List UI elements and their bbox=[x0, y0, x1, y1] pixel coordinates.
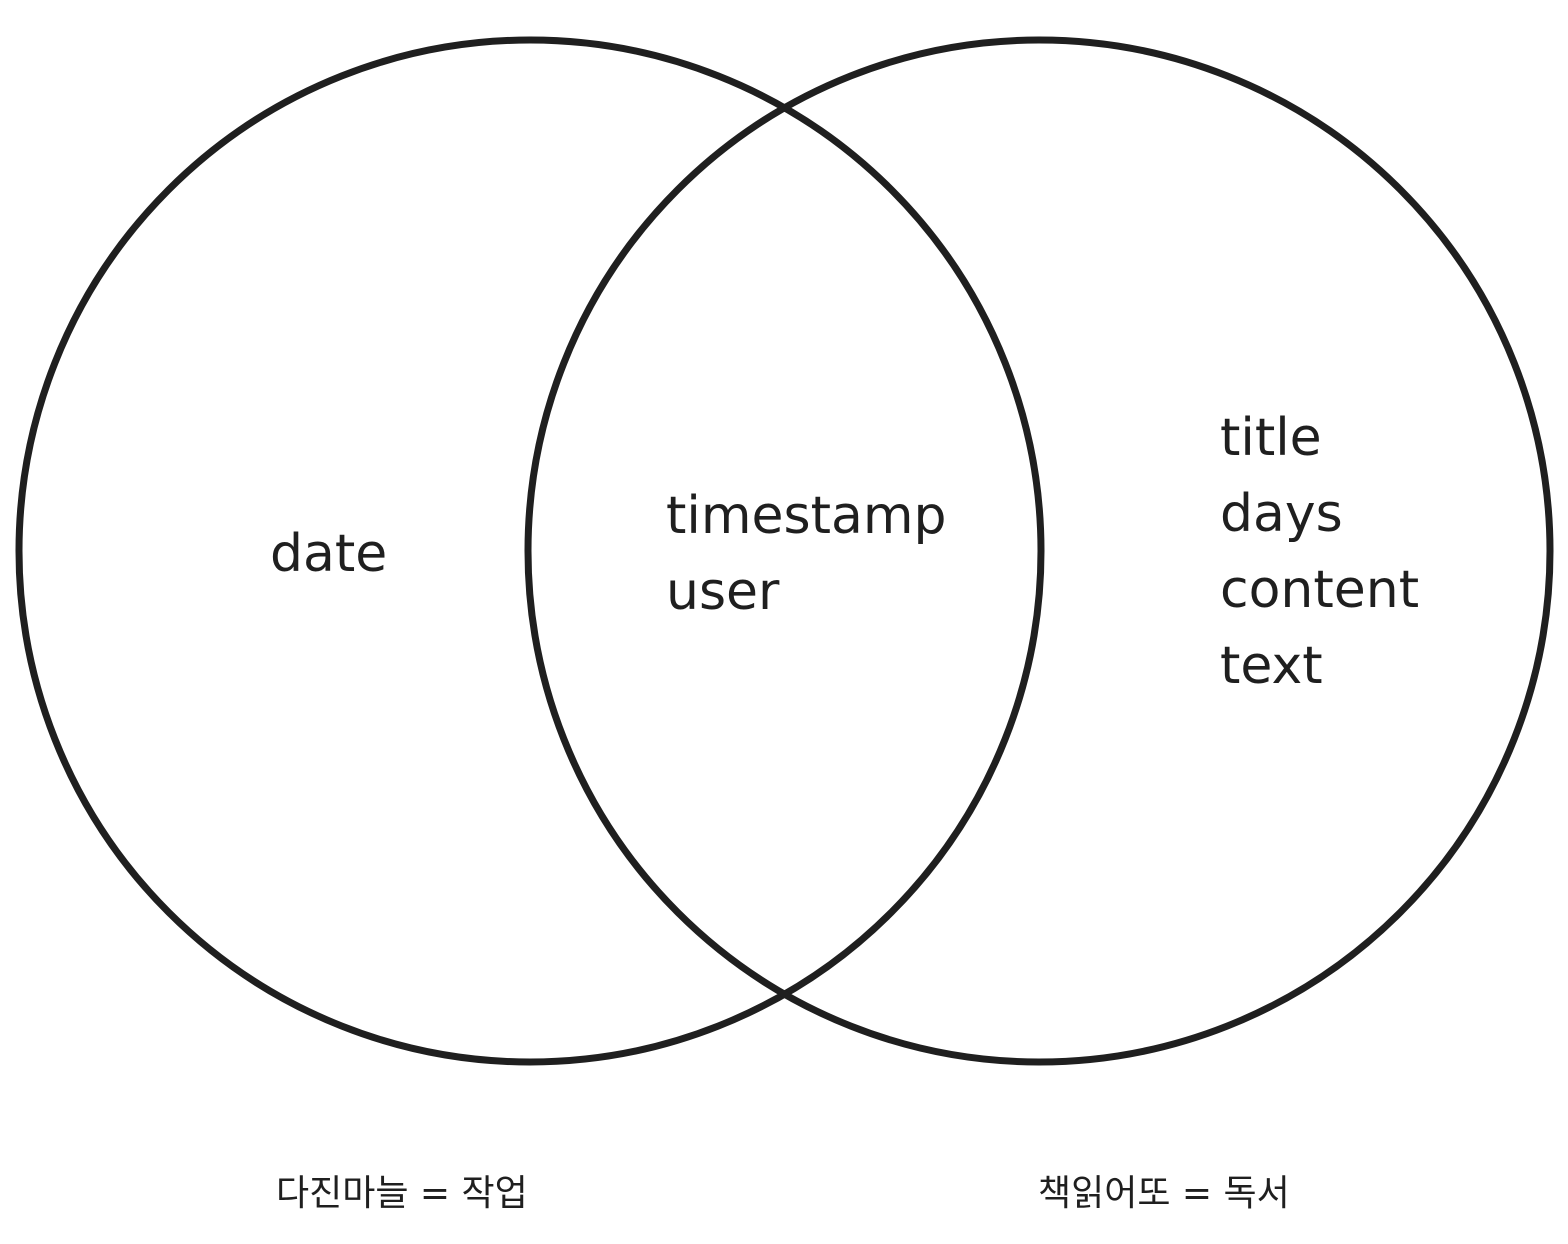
right-item: content bbox=[1220, 560, 1420, 620]
left-circle bbox=[15, 36, 1045, 1066]
intersection-item: timestamp bbox=[666, 486, 947, 546]
left-caption: 다진마늘 = 작업 bbox=[276, 1173, 528, 1214]
right-only-group: title days content text bbox=[1220, 400, 1419, 704]
left-item: date bbox=[270, 524, 388, 584]
intersection-item: user bbox=[666, 562, 780, 622]
intersection-group: timestamp user bbox=[666, 478, 947, 630]
right-item: days bbox=[1220, 484, 1343, 544]
right-circle bbox=[524, 36, 1554, 1066]
right-item: text bbox=[1220, 636, 1323, 696]
right-item: title bbox=[1220, 408, 1322, 468]
right-caption: 책읽어또 = 독서 bbox=[1038, 1173, 1290, 1214]
